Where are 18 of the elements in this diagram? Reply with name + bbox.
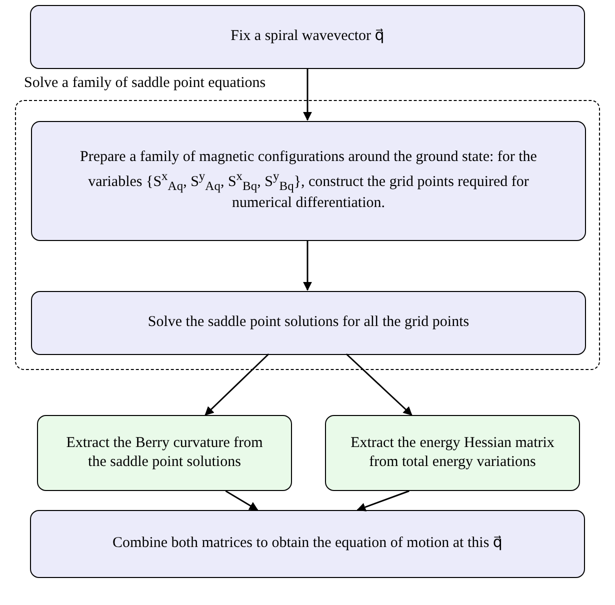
process-box xyxy=(325,415,580,491)
step-text: Combine both matrices to obtain the equation of motion at this q⃗ xyxy=(112,534,502,554)
group-heading: Solve a family of saddle point equations xyxy=(24,75,266,92)
process-box xyxy=(31,291,586,355)
process-box xyxy=(30,510,585,578)
step-text: Prepare a family of magnetic configurations around the ground state: for the variables {S$^{x}$$_{Aq}$, S$^{y}$$_{Aq}$, S$^{x}$$_{Bq}$, S$^{y}$$_{Bq}$}, construct the grid points required for numerical differentiation. xyxy=(79,148,538,214)
process-box xyxy=(31,121,586,241)
step-text: Extract the energy Hessian matrix from total energy variations xyxy=(350,434,556,472)
arrow xyxy=(303,240,312,291)
step-text: Extract the Berry curvature from the saddle point solutions xyxy=(65,434,264,472)
process-box xyxy=(30,5,585,69)
arrow xyxy=(356,490,410,512)
arrow xyxy=(303,69,312,121)
arrow xyxy=(204,353,270,416)
step-text: Fix a spiral wavevector q⃗ xyxy=(230,27,384,46)
arrow xyxy=(225,490,258,511)
step-text: Solve the saddle point solutions for all the grid points xyxy=(148,313,470,332)
process-box xyxy=(37,415,292,491)
